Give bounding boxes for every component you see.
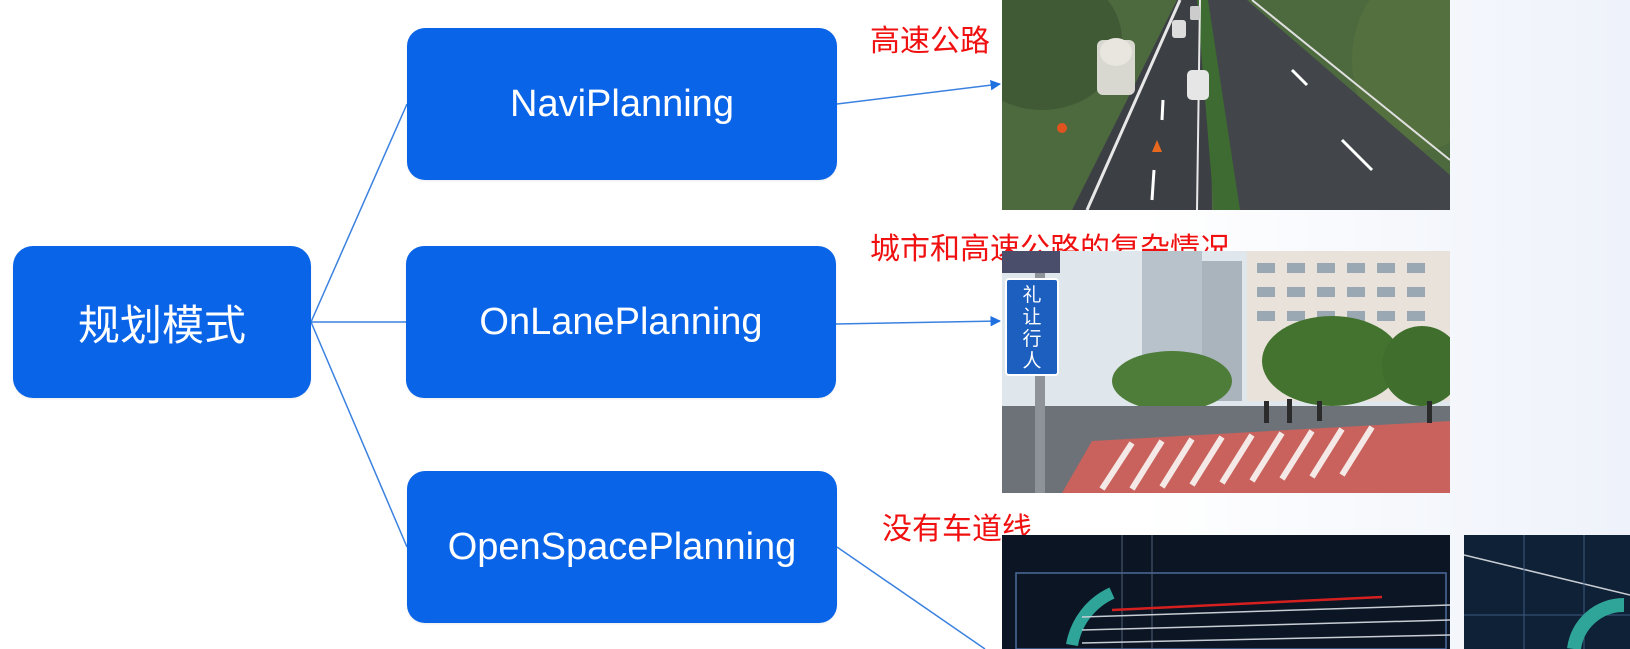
openspace-planning-label: OpenSpacePlanning <box>447 525 797 568</box>
edge-root-navi <box>310 103 408 323</box>
caption-highway: 高速公路 <box>870 24 990 59</box>
sign-char-1: 礼 <box>1022 284 1041 306</box>
arrow-navi-highway <box>836 79 1002 105</box>
navi-planning-label: NaviPlanning <box>510 82 734 125</box>
openspace-planning-node: OpenSpacePlanning <box>407 471 837 623</box>
arrow-onlane-city <box>835 315 1002 327</box>
city-crosswalk-photo: 礼 让 行 人 <box>1002 251 1450 493</box>
sign-char-4: 人 <box>1022 350 1041 372</box>
navi-planning-node: NaviPlanning <box>407 28 837 180</box>
sign-char-2: 让 <box>1022 306 1041 328</box>
onlane-planning-node: OnLanePlanning <box>406 246 836 398</box>
simulation-screenshot-right <box>1464 535 1630 649</box>
edge-root-openspace <box>310 321 408 548</box>
root-node: 规划模式 <box>13 246 311 398</box>
root-node-label: 规划模式 <box>77 301 246 349</box>
sign-char-3: 行 <box>1022 328 1041 350</box>
arrow-openspace-sim <box>836 546 986 649</box>
simulation-screenshot-left <box>1002 535 1450 649</box>
onlane-planning-label: OnLanePlanning <box>479 300 763 343</box>
highway-photo <box>1002 0 1450 210</box>
